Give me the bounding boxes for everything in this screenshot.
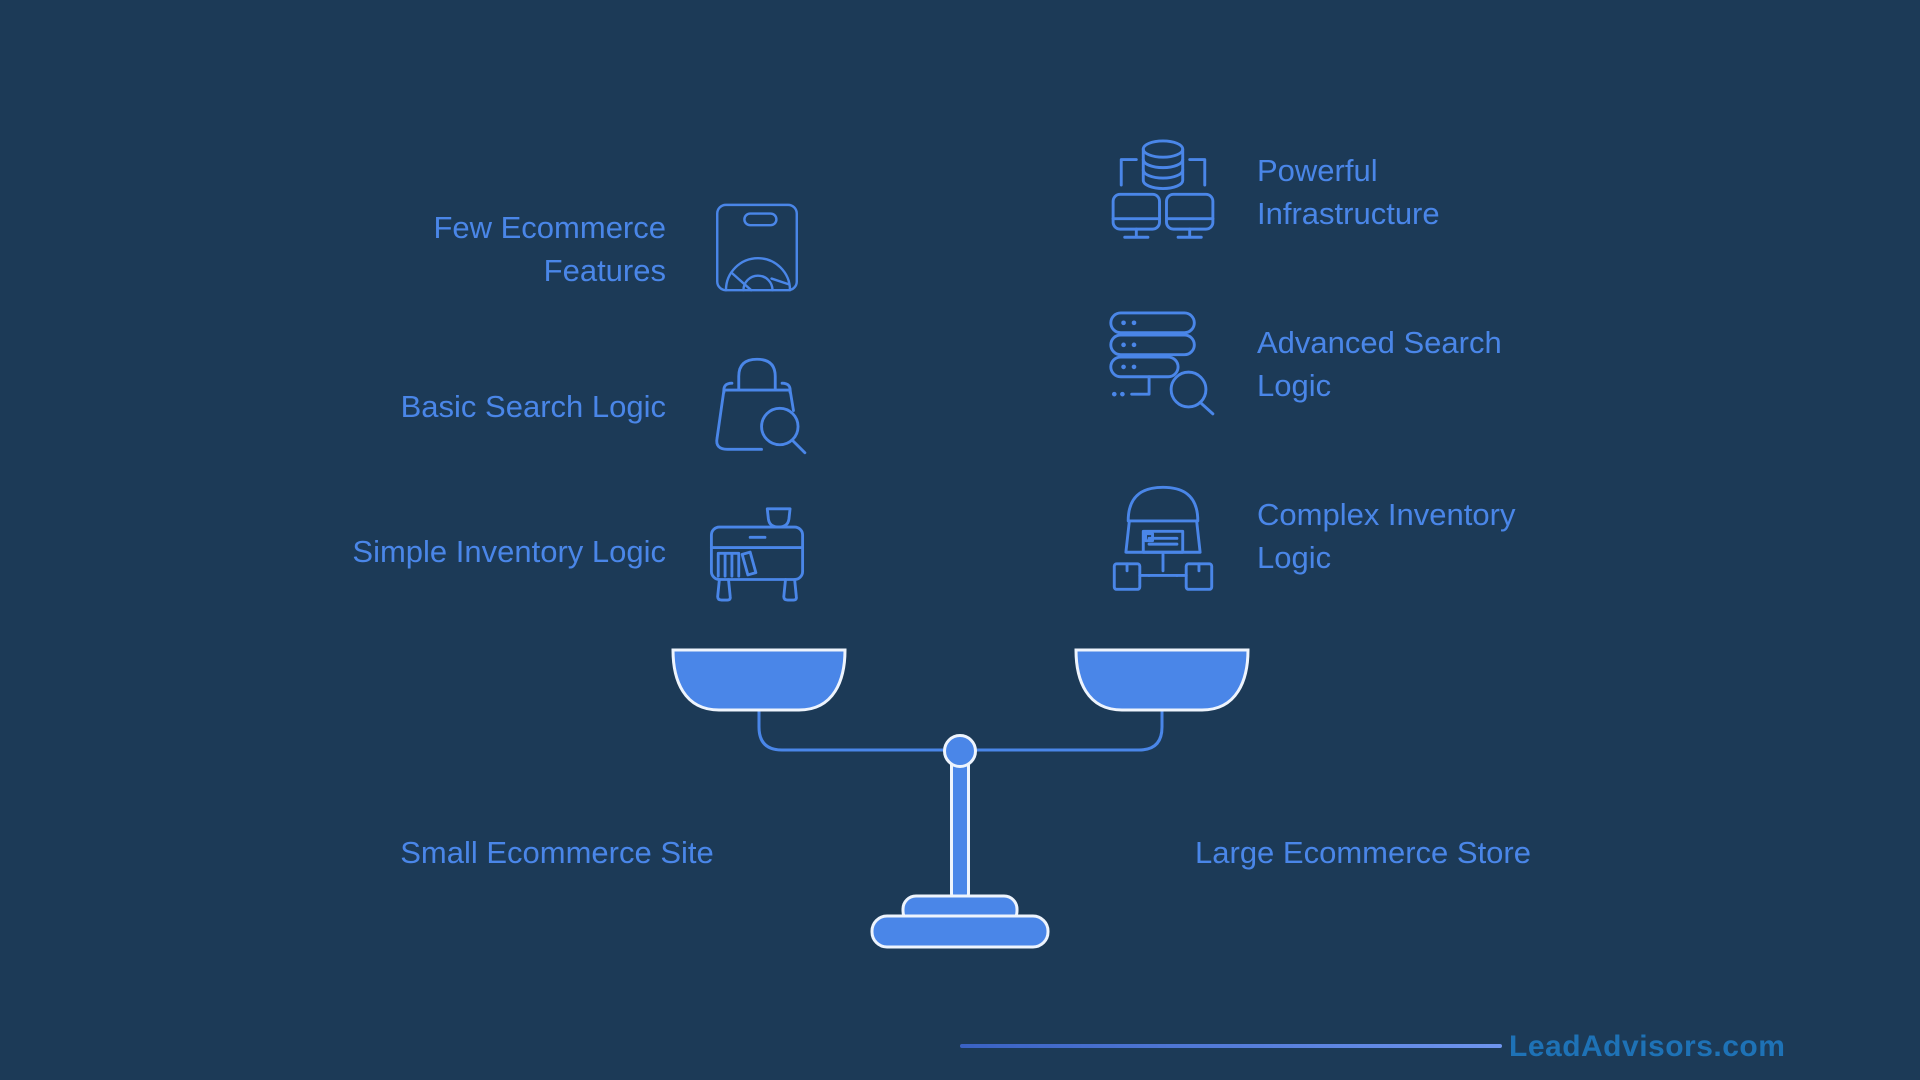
scale-base-lower (870, 914, 1050, 949)
scale-pan-right (1074, 648, 1250, 712)
scale-pivot (943, 734, 977, 768)
scale-side-label-small-site: Small Ecommerce Site (400, 835, 714, 870)
feature-row-powerful-infrastructure: Powerful Infrastructure (1105, 134, 1440, 250)
feature-row-complex-inventory-logic: Complex Inventory Logic (1105, 477, 1515, 595)
scale-side-label-large-store: Large Ecommerce Store (1195, 835, 1531, 870)
feature-label: Few Ecommerce Features (433, 209, 666, 288)
feature-label: Complex Inventory Logic (1257, 497, 1516, 575)
database-monitors-icon (1105, 134, 1221, 250)
feature-row-basic-search-logic: Basic Search Logic (401, 349, 815, 463)
feature-label: Basic Search Logic (400, 388, 666, 424)
scale-pole (950, 748, 970, 904)
feature-label: Simple Inventory Logic (352, 533, 666, 569)
feature-row-few-ecommerce-features: Few Ecommerce Features (433, 200, 815, 297)
scale-pan-left (671, 648, 847, 712)
server-stack-search-icon (1105, 306, 1221, 422)
inventory-cabinet-icon (699, 494, 815, 608)
shopping-bag-icon (699, 200, 815, 297)
feature-row-simple-inventory-logic: Simple Inventory Logic (352, 494, 815, 608)
warehouse-boxes-icon (1105, 477, 1221, 595)
feature-label: Powerful Infrastructure (1257, 153, 1440, 231)
feature-label: Advanced Search Logic (1257, 325, 1502, 403)
feature-row-advanced-search-logic: Advanced Search Logic (1105, 306, 1502, 422)
balance-scale-illustration (671, 648, 1250, 949)
footer-divider-line (960, 1044, 1502, 1048)
footer-brand: LeadAdvisors.com (1509, 1030, 1786, 1063)
shopping-bag-search-icon (699, 349, 815, 463)
